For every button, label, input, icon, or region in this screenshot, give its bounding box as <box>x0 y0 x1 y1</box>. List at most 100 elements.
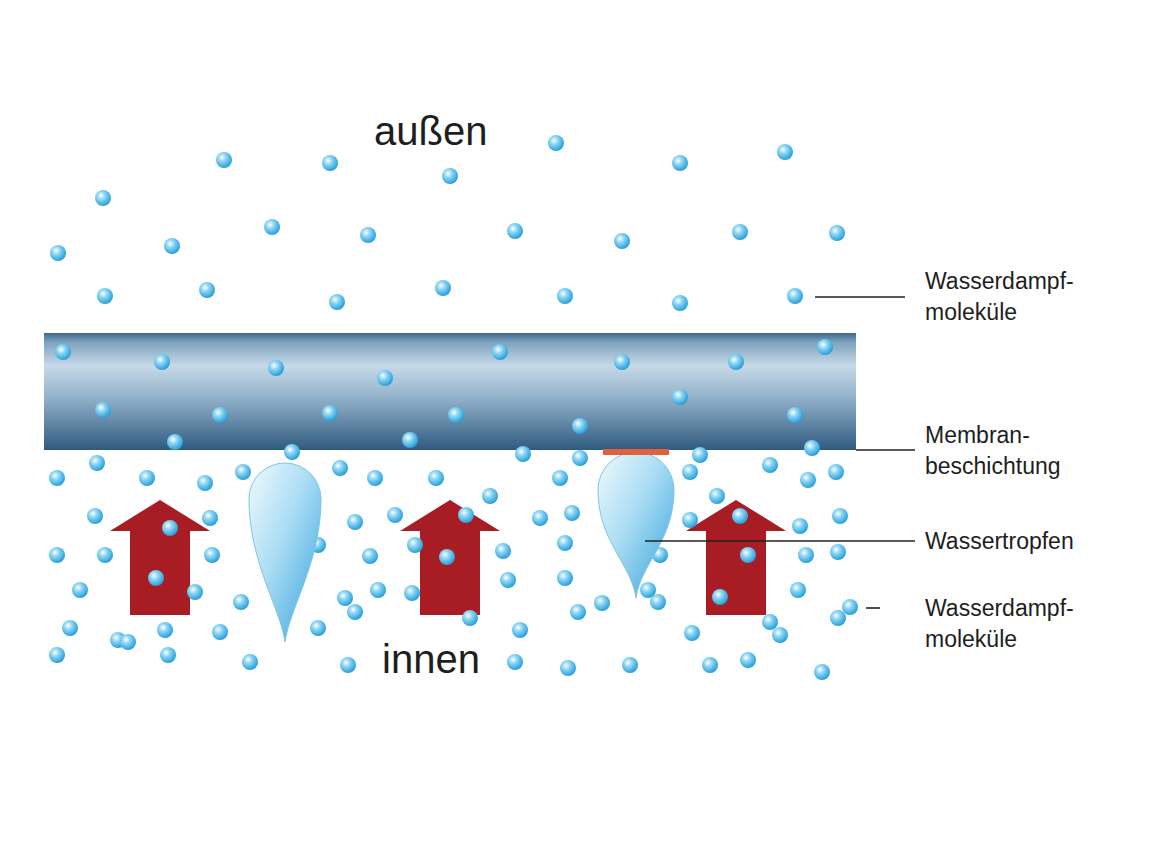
vapor-molecule <box>482 488 498 504</box>
vapor-molecule <box>512 622 528 638</box>
membrane-layer <box>44 333 856 450</box>
vapor-molecule <box>404 585 420 601</box>
leader-line <box>866 607 880 609</box>
vapor-molecule <box>682 512 698 528</box>
vapor-molecule <box>787 407 803 423</box>
vapor-molecule <box>828 464 844 480</box>
vapor-molecule <box>332 460 348 476</box>
vapor-molecule <box>515 446 531 462</box>
vapor-molecule <box>572 418 588 434</box>
vapor-molecule <box>762 614 778 630</box>
vapor-molecule <box>148 570 164 586</box>
vapor-molecule <box>268 360 284 376</box>
vapor-molecule <box>233 594 249 610</box>
leader-line <box>815 296 905 298</box>
vapor-molecule <box>777 144 793 160</box>
vapor-molecule <box>264 219 280 235</box>
vapor-molecule <box>684 625 700 641</box>
vapor-molecule <box>804 440 820 456</box>
vapor-molecule <box>462 610 478 626</box>
vapor-molecule <box>164 238 180 254</box>
vapor-molecule <box>55 344 71 360</box>
vapor-molecule <box>650 594 666 610</box>
vapor-molecule <box>614 233 630 249</box>
vapor-molecule <box>95 402 111 418</box>
vapor-molecule <box>492 344 508 360</box>
vapor-molecule <box>560 660 576 676</box>
vapor-molecule <box>212 407 228 423</box>
vapor-molecule <box>500 572 516 588</box>
part-label: Wasserdampf- moleküle <box>925 593 1085 655</box>
vapor-molecule <box>495 543 511 559</box>
vapor-molecule <box>548 135 564 151</box>
vapor-molecule <box>139 470 155 486</box>
vapor-molecule <box>458 507 474 523</box>
vapor-molecule <box>692 447 708 463</box>
vapor-molecule <box>162 520 178 536</box>
vapor-molecule <box>442 168 458 184</box>
vapor-molecule <box>712 589 728 605</box>
vapor-molecule <box>728 354 744 370</box>
leader-line <box>856 449 915 451</box>
vapor-molecule <box>830 610 846 626</box>
arrow-group <box>110 500 786 615</box>
vapor-molecule <box>532 510 548 526</box>
heat-arrow <box>686 500 786 615</box>
vapor-molecule <box>622 657 638 673</box>
vapor-molecule <box>97 547 113 563</box>
vapor-molecule <box>800 472 816 488</box>
vapor-molecule <box>187 584 203 600</box>
vapor-molecule <box>87 508 103 524</box>
vapor-molecule <box>212 624 228 640</box>
vapor-molecule <box>199 282 215 298</box>
part-label: Membran- beschichtung <box>925 420 1095 482</box>
vapor-molecule <box>702 657 718 673</box>
vapor-molecule <box>160 647 176 663</box>
vapor-molecule <box>682 464 698 480</box>
vapor-molecule <box>672 155 688 171</box>
vapor-molecule <box>340 657 356 673</box>
vapor-molecule <box>772 627 788 643</box>
vapor-molecule <box>829 225 845 241</box>
vapor-molecule <box>157 622 173 638</box>
vapor-molecule <box>507 223 523 239</box>
vapor-molecule <box>507 654 523 670</box>
drop-group <box>249 452 674 642</box>
vapor-molecule <box>49 547 65 563</box>
vapor-molecule <box>448 407 464 423</box>
vapor-molecule <box>347 604 363 620</box>
vapor-molecule <box>360 227 376 243</box>
vapor-molecule <box>814 664 830 680</box>
vapor-molecule <box>594 595 610 611</box>
vapor-molecule <box>322 405 338 421</box>
vapor-molecule <box>842 599 858 615</box>
vapor-molecule <box>790 582 806 598</box>
vapor-molecule <box>235 464 251 480</box>
membrane-contact <box>603 449 669 455</box>
vapor-molecule <box>732 224 748 240</box>
vapor-molecule <box>49 470 65 486</box>
vapor-molecule <box>557 570 573 586</box>
vapor-molecule <box>570 604 586 620</box>
vapor-molecule <box>557 288 573 304</box>
vapor-molecule <box>377 370 393 386</box>
vapor-molecule <box>284 444 300 460</box>
vapor-molecule <box>402 432 418 448</box>
vapor-molecule <box>337 590 353 606</box>
outside-label: außen <box>374 108 574 154</box>
vapor-molecule <box>50 245 66 261</box>
heat-arrow <box>400 500 500 615</box>
vapor-molecule <box>89 455 105 471</box>
vapor-molecule <box>242 654 258 670</box>
vapor-molecule <box>798 547 814 563</box>
vapor-molecule <box>370 582 386 598</box>
vapor-molecule <box>154 354 170 370</box>
vapor-molecule <box>72 582 88 598</box>
vapor-molecule <box>672 295 688 311</box>
water-drop <box>598 452 674 598</box>
vapor-molecule <box>552 470 568 486</box>
vapor-molecule <box>362 548 378 564</box>
vapor-molecule <box>197 475 213 491</box>
vapor-molecule <box>95 190 111 206</box>
vapor-molecule <box>120 634 136 650</box>
